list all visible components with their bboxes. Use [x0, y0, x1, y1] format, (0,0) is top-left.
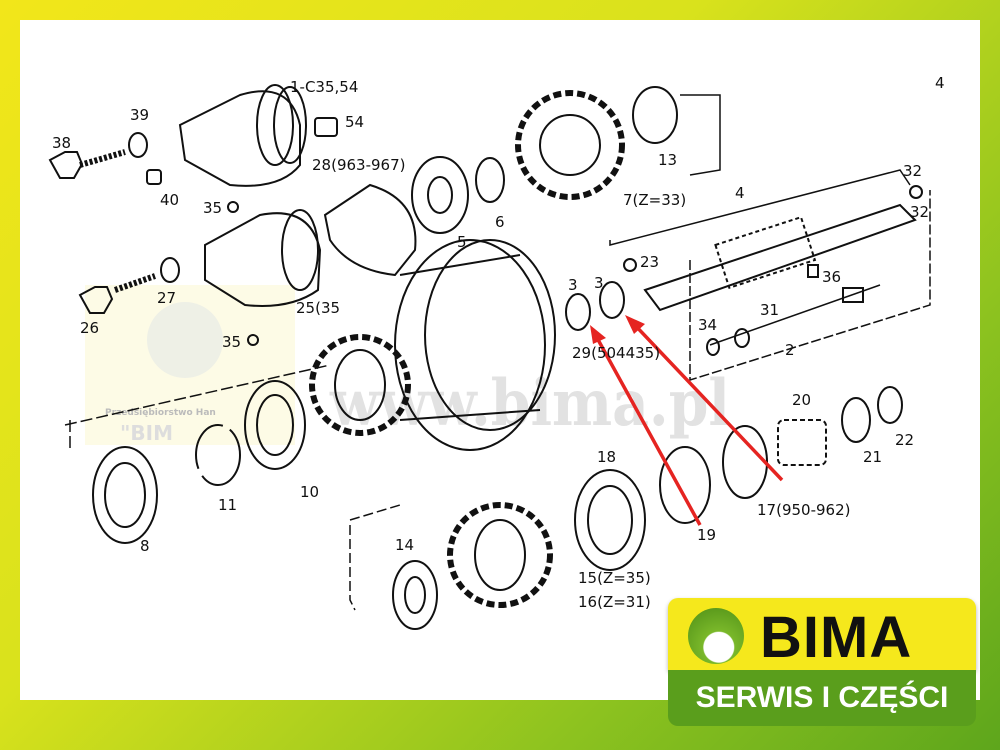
page-number: 4	[935, 74, 945, 92]
needle-bearing-13	[632, 86, 678, 144]
label-1: 1-C35,54	[290, 78, 358, 96]
label-21: 21	[863, 448, 882, 466]
ring-34	[706, 338, 720, 356]
roller-cage-20	[777, 419, 827, 466]
gear-drum	[309, 334, 411, 436]
plug-54	[314, 117, 338, 137]
label-7: 7(Z=33)	[623, 191, 686, 209]
ball-23	[623, 258, 637, 272]
watermark-company: Przedsiębiorstwo Han	[105, 408, 216, 418]
plug-32	[909, 185, 923, 199]
watermark: www.bima.pl Przedsiębiorstwo Han "BIM	[85, 285, 730, 445]
washer-27	[160, 257, 180, 283]
label-27: 27	[157, 289, 176, 307]
arrow-to-ring-3a	[594, 335, 702, 526]
logo-brand: BIMA	[760, 605, 913, 670]
ring-21	[841, 397, 871, 443]
logo-ball-icon	[688, 608, 744, 664]
label-4: 4	[735, 184, 745, 202]
washer-39	[128, 132, 148, 158]
label-36: 36	[822, 268, 841, 286]
label-10: 10	[300, 483, 319, 501]
label-35b: 35	[222, 333, 241, 351]
bolt-38	[48, 151, 84, 179]
watermark-brand: "BIM	[120, 421, 173, 445]
spring-seat	[734, 328, 750, 348]
ring-17	[722, 425, 768, 499]
shift-fork-upper	[178, 90, 301, 187]
label-39: 39	[130, 106, 149, 124]
label-26: 26	[80, 319, 99, 337]
clutch-drum-29	[394, 239, 546, 451]
label-3b: 3	[594, 274, 604, 292]
label-2: 2	[785, 341, 795, 359]
label-3a: 3	[568, 276, 578, 294]
bolt-26	[78, 286, 114, 314]
label-15: 15(Z=35)	[578, 569, 651, 587]
label-54: 54	[345, 113, 364, 131]
bearing-14	[392, 560, 438, 630]
logo-top: BIMA	[668, 598, 976, 670]
plug-36	[807, 264, 819, 278]
rod-31	[709, 284, 881, 346]
label-17: 17(950-962)	[757, 501, 850, 519]
label-38: 38	[52, 134, 71, 152]
label-18: 18	[597, 448, 616, 466]
label-25: 25(35	[296, 299, 340, 317]
diagram-sheet: www.bima.pl Przedsiębiorstwo Han "BIM	[20, 20, 980, 700]
shift-fork-lower	[204, 212, 322, 307]
label-22: 22	[895, 431, 914, 449]
label-29: 29(504435)	[572, 344, 660, 362]
ball-35b	[247, 334, 259, 346]
gear-15-16	[447, 502, 553, 608]
watermark-url: www.bima.pl	[329, 366, 730, 441]
label-19: 19	[697, 526, 716, 544]
label-8: 8	[140, 537, 150, 555]
ring-3a	[565, 293, 591, 331]
label-5: 5	[457, 233, 467, 251]
label-34: 34	[698, 316, 717, 334]
ring-6	[475, 157, 505, 203]
ring-19	[659, 446, 711, 524]
bearing-8	[92, 446, 158, 544]
label-23: 23	[640, 253, 659, 271]
red-arrows	[590, 315, 784, 526]
exploded-parts-diagram: www.bima.pl Przedsiębiorstwo Han "BIM	[48, 74, 945, 630]
label-11: 11	[218, 496, 237, 514]
bearing-18	[574, 469, 646, 571]
shaft-4	[643, 203, 917, 312]
nut-40	[146, 169, 162, 185]
label-13: 13	[658, 151, 677, 169]
cover-28	[323, 183, 417, 277]
sleeve-31	[842, 287, 864, 303]
circlip-11	[195, 424, 241, 486]
part-labels: 4 1-C35,54 39 54 38 28(963-967) 13 32 40…	[52, 74, 945, 611]
label-35a: 35	[203, 199, 222, 217]
label-32b: 32	[910, 203, 929, 221]
ring-22	[877, 386, 903, 424]
label-32a: 32	[903, 162, 922, 180]
label-40: 40	[160, 191, 179, 209]
bearing-10	[244, 380, 306, 470]
ball-35a	[227, 201, 239, 213]
label-16: 16(Z=31)	[578, 593, 651, 611]
label-28: 28(963-967)	[312, 156, 405, 174]
parts-drawing	[48, 84, 931, 630]
arrow-to-ring-3b	[630, 320, 784, 482]
bearing-5	[411, 156, 469, 234]
bima-logo: BIMA SERWIS I CZĘŚCI	[668, 598, 976, 726]
label-14: 14	[395, 536, 414, 554]
label-20: 20	[792, 391, 811, 409]
gear-7	[515, 90, 625, 200]
logo-tagline: SERWIS I CZĘŚCI	[668, 670, 976, 726]
label-6: 6	[495, 213, 505, 231]
ring-3b	[599, 281, 625, 319]
label-31: 31	[760, 301, 779, 319]
